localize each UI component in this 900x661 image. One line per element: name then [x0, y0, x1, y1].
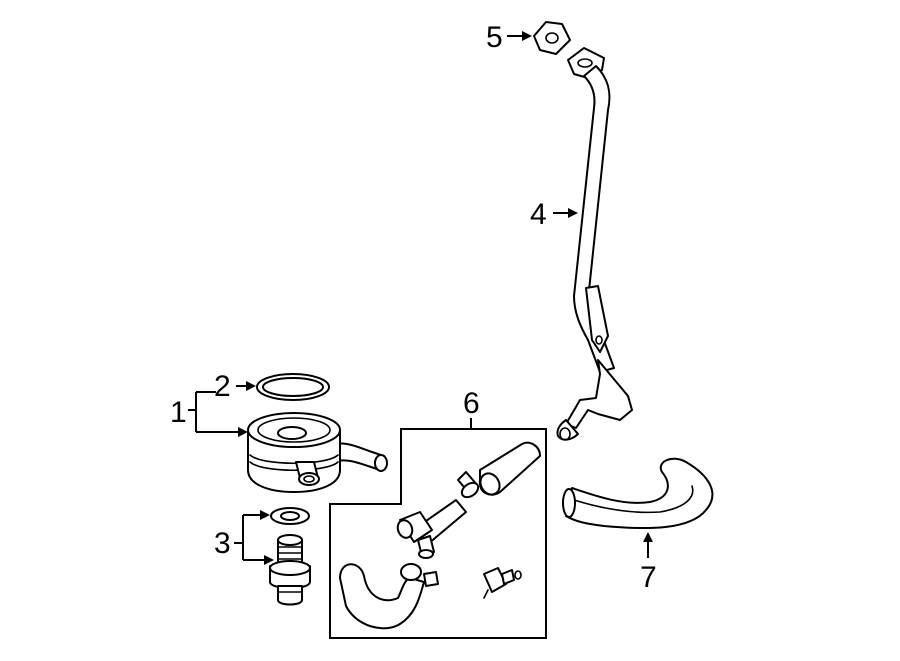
callout-3-bracket	[234, 514, 264, 561]
o-ring-part	[256, 373, 330, 401]
callout-7-label: 7	[640, 561, 657, 594]
callout-1: 1	[170, 391, 248, 437]
oil-cooler-part	[247, 412, 388, 493]
tee-fitting-part	[396, 471, 480, 559]
callout-5-arrowhead	[522, 31, 532, 41]
callout-1-arrowhead	[238, 427, 248, 437]
gasket-part	[533, 21, 571, 55]
callout-5-label: 5	[486, 21, 503, 54]
callout-2: 2	[214, 370, 256, 403]
callout-3: 3	[214, 510, 274, 565]
kit-box-outline	[329, 428, 547, 639]
coolant-hose-part	[562, 457, 714, 530]
callout-2-arrowhead	[246, 381, 256, 391]
callout-5: 5	[486, 21, 532, 54]
callout-7-arrowhead	[643, 532, 653, 542]
bent-hose-part	[339, 563, 439, 630]
callout-3-arrowhead-lower	[264, 555, 274, 565]
washer-part	[270, 507, 310, 525]
callout-4: 4	[530, 198, 578, 231]
callout-1-bracket	[188, 391, 240, 433]
oil-tube-part	[556, 47, 633, 441]
callout-1-label: 1	[170, 396, 187, 429]
callout-7: 7	[640, 532, 657, 594]
callout-3-label: 3	[214, 527, 231, 560]
callout-2-label: 2	[214, 370, 231, 403]
callout-4-label: 4	[530, 198, 547, 231]
callout-3-arrowhead-upper	[260, 510, 270, 520]
hose-sleeve-part	[478, 441, 541, 496]
callout-4-arrowhead	[568, 208, 578, 218]
bleed-valve-part	[483, 567, 522, 599]
union-bolt-part	[269, 534, 311, 606]
callout-6-label: 6	[463, 387, 480, 420]
callout-6: 6	[463, 387, 480, 429]
